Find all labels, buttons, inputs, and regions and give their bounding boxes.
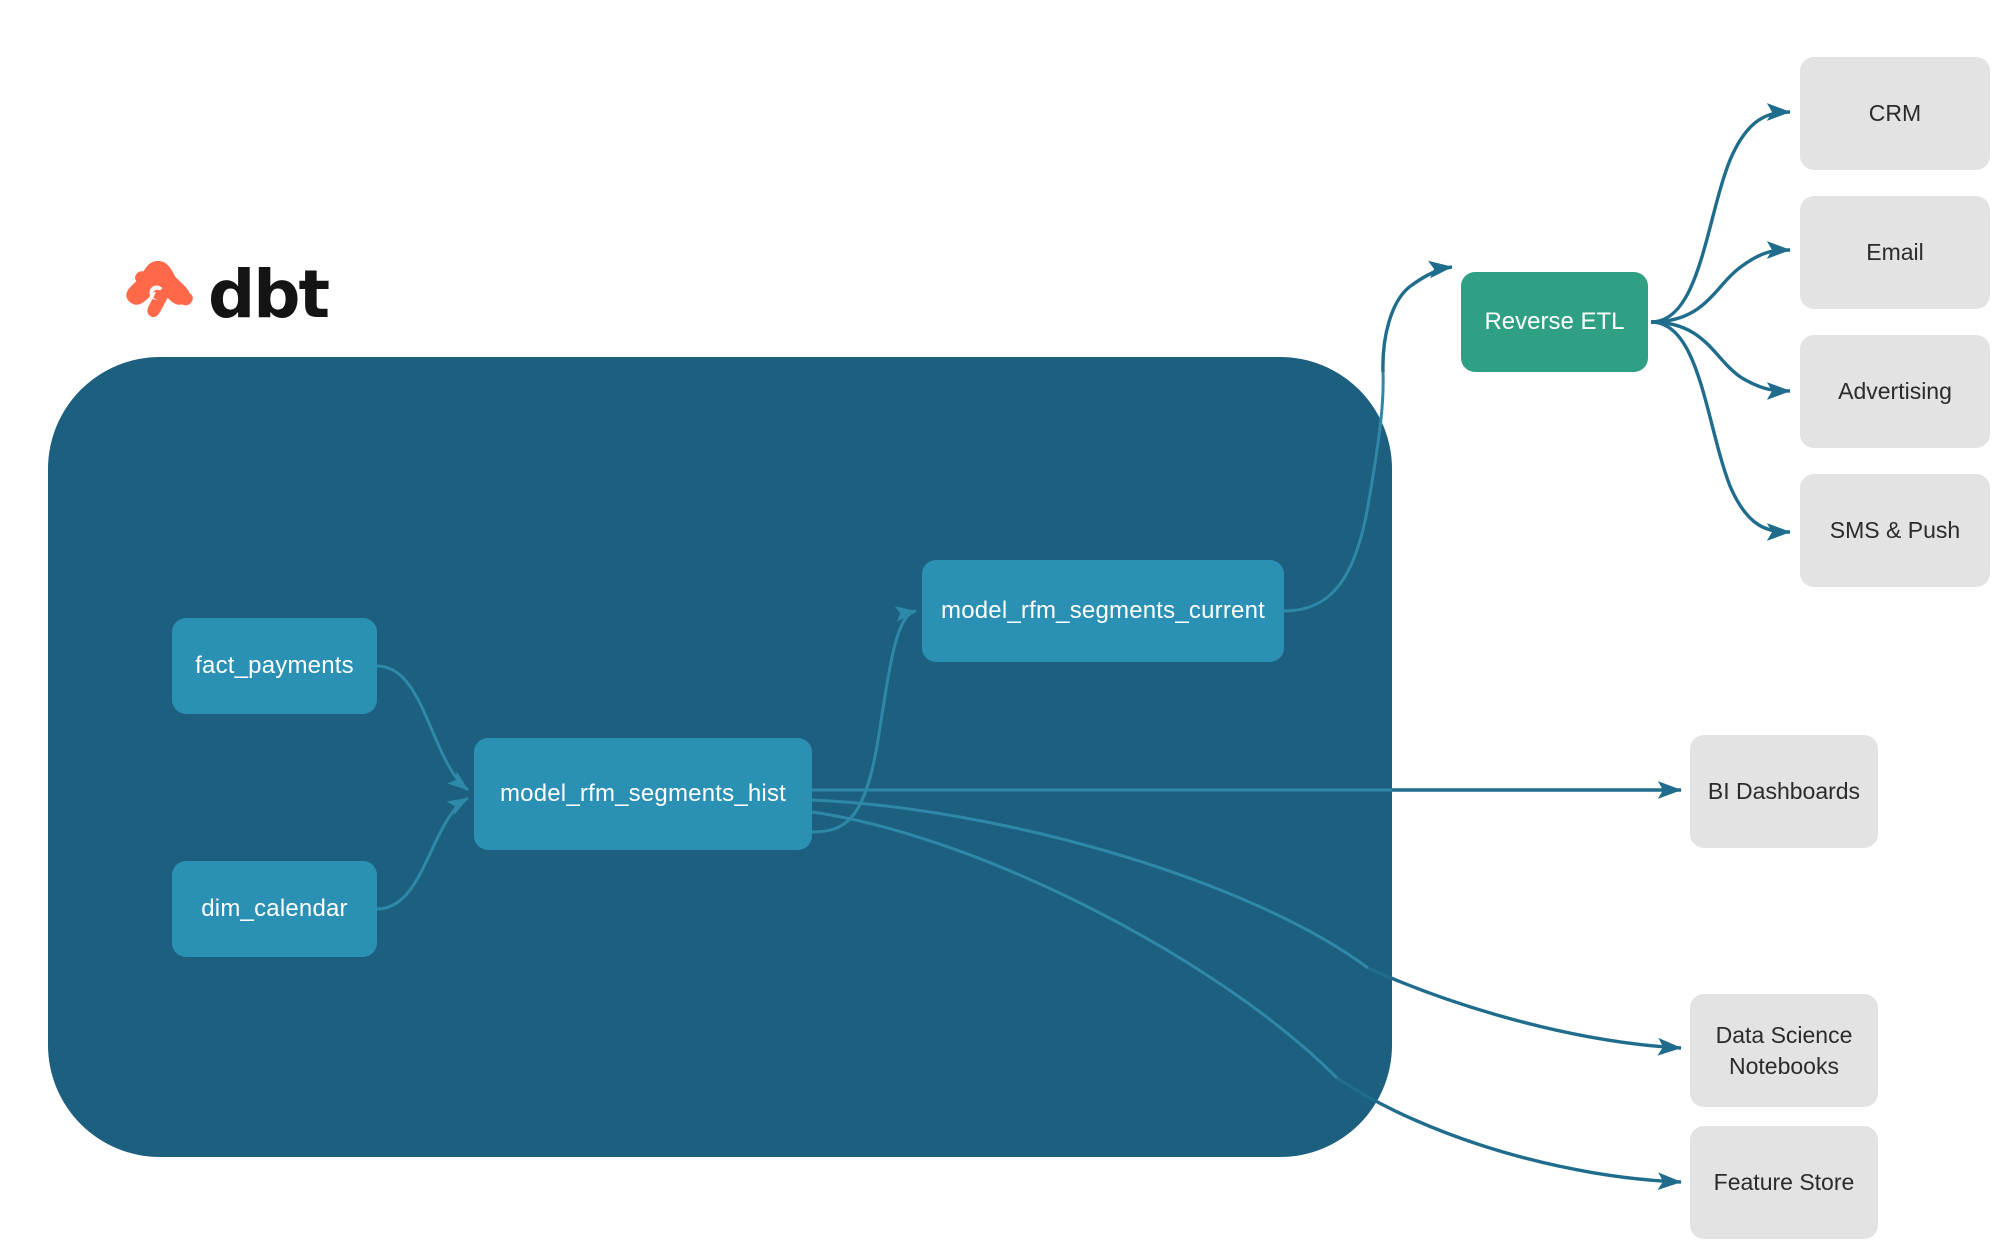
destination-node-email[interactable]: Email bbox=[1800, 196, 1990, 309]
edge-hist-to-ds-notebooks bbox=[1367, 966, 1682, 1056]
model-node-label: model_rfm_segments_hist bbox=[499, 780, 787, 807]
consumer-label: Data Science Notebooks bbox=[1716, 1020, 1853, 1081]
edge-current-to-reverse-etl bbox=[1381, 260, 1453, 373]
destination-label: Advertising bbox=[1838, 378, 1952, 405]
destination-label: SMS & Push bbox=[1829, 517, 1961, 544]
dbt-brand-lockup: dbt bbox=[122, 256, 330, 333]
edge-reverse-etl-to-email bbox=[1650, 241, 1791, 324]
model-node-fact-payments[interactable]: fact_payments bbox=[172, 618, 377, 714]
model-node-dim-calendar[interactable]: dim_calendar bbox=[172, 861, 377, 957]
model-node-label: fact_payments bbox=[195, 652, 354, 679]
destination-node-sms-push[interactable]: SMS & Push bbox=[1800, 474, 1990, 587]
model-node-rfm-segments-current[interactable]: model_rfm_segments_current bbox=[922, 560, 1284, 662]
edge-reverse-etl-to-crm bbox=[1650, 103, 1791, 324]
dbt-wordmark: dbt bbox=[208, 256, 330, 333]
destination-label: Email bbox=[1866, 239, 1924, 266]
destination-label: CRM bbox=[1868, 100, 1922, 127]
consumer-node-bi-dashboards[interactable]: BI Dashboards bbox=[1690, 735, 1878, 848]
consumer-label-line2: Notebooks bbox=[1729, 1052, 1839, 1079]
consumer-node-feature-store[interactable]: Feature Store bbox=[1690, 1126, 1878, 1239]
model-node-rfm-segments-hist[interactable]: model_rfm_segments_hist bbox=[474, 738, 812, 850]
edge-reverse-etl-to-sms-push bbox=[1650, 320, 1791, 541]
model-node-label: model_rfm_segments_current bbox=[941, 597, 1266, 624]
consumer-label: Feature Store bbox=[1713, 1169, 1855, 1196]
destination-node-advertising[interactable]: Advertising bbox=[1800, 335, 1990, 448]
consumer-label: BI Dashboards bbox=[1707, 778, 1861, 805]
consumer-label-line1: Data Science bbox=[1715, 1022, 1853, 1049]
edge-hist-to-feature-store bbox=[1336, 1076, 1682, 1190]
destination-node-crm[interactable]: CRM bbox=[1800, 57, 1990, 170]
edge-reverse-etl-to-advertising bbox=[1650, 320, 1791, 400]
model-node-label: dim_calendar bbox=[201, 895, 348, 922]
reverse-etl-node[interactable]: Reverse ETL bbox=[1461, 272, 1648, 372]
consumer-node-data-science-notebooks[interactable]: Data Science Notebooks bbox=[1690, 994, 1878, 1107]
dbt-logo-icon bbox=[126, 260, 193, 322]
reverse-etl-label: Reverse ETL bbox=[1484, 308, 1625, 335]
